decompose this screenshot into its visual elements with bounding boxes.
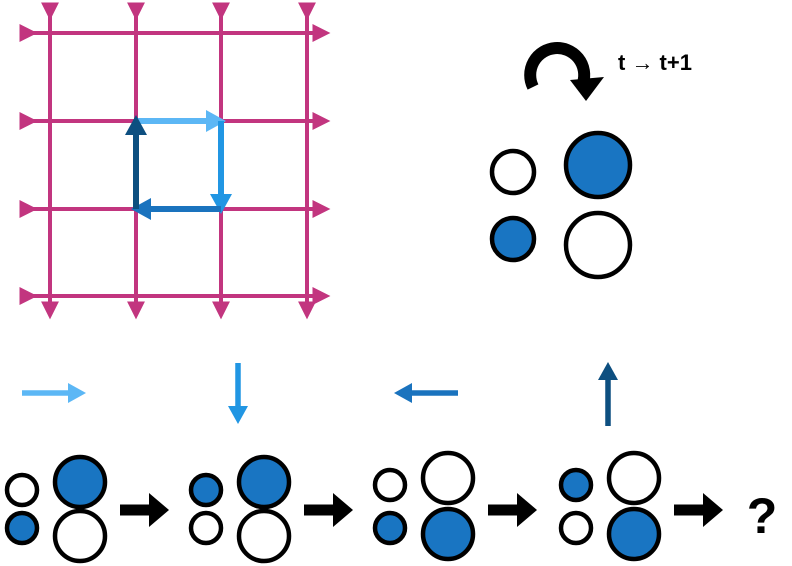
direction-arrow-left-icon [394,383,458,403]
loop-arrow-right-icon [136,110,226,132]
direction-arrow-down-icon [228,363,248,424]
right-arrow-icon [488,493,537,527]
site-circle-empty [52,508,108,564]
site-circle-empty [188,510,224,546]
loop-arrow-up-icon [125,115,147,209]
right-arrow-icon [304,493,353,527]
site-circle-empty [606,450,662,506]
result-circles [489,130,633,280]
site-circle-filled [558,467,594,503]
sequence-state-1 [4,454,108,564]
site-circle-filled [372,510,408,546]
time-step-label: t → t+1 [618,50,692,75]
clockwise-arrow-icon [524,42,591,90]
loop-arrow-down-icon [210,121,232,214]
right-arrow-icon [674,493,723,527]
site-circle-filled [489,215,537,263]
lattice-grid [19,2,331,320]
site-circle-empty [563,210,633,280]
right-arrow-icon [120,493,169,527]
result-state [489,130,633,280]
site-circle-filled [188,472,224,508]
site-circle-filled [236,454,292,510]
loop-arrow-left-icon [131,198,221,220]
question-mark: ? [747,488,778,544]
sequence-state-2 [188,454,292,564]
site-circle-filled [563,130,633,200]
site-circle-filled [4,510,40,546]
site-circle-empty [372,467,408,503]
site-circle-filled [420,506,476,562]
state-sequence [4,362,723,564]
clockwise-arrow-head [570,77,604,101]
cycle-indicator: t → t+1 [524,42,692,101]
direction-arrow-up-icon [598,362,618,426]
direction-arrow-right-icon [22,383,86,403]
site-circle-empty [558,510,594,546]
sequence-state-3 [372,450,476,562]
site-circle-empty [420,450,476,506]
site-circle-filled [52,454,108,510]
site-circle-empty [489,148,537,196]
site-circle-empty [4,472,40,508]
sequence-state-4 [558,450,662,562]
plaquette-loop [125,110,232,220]
site-circle-empty [236,508,292,564]
site-circle-filled [606,506,662,562]
